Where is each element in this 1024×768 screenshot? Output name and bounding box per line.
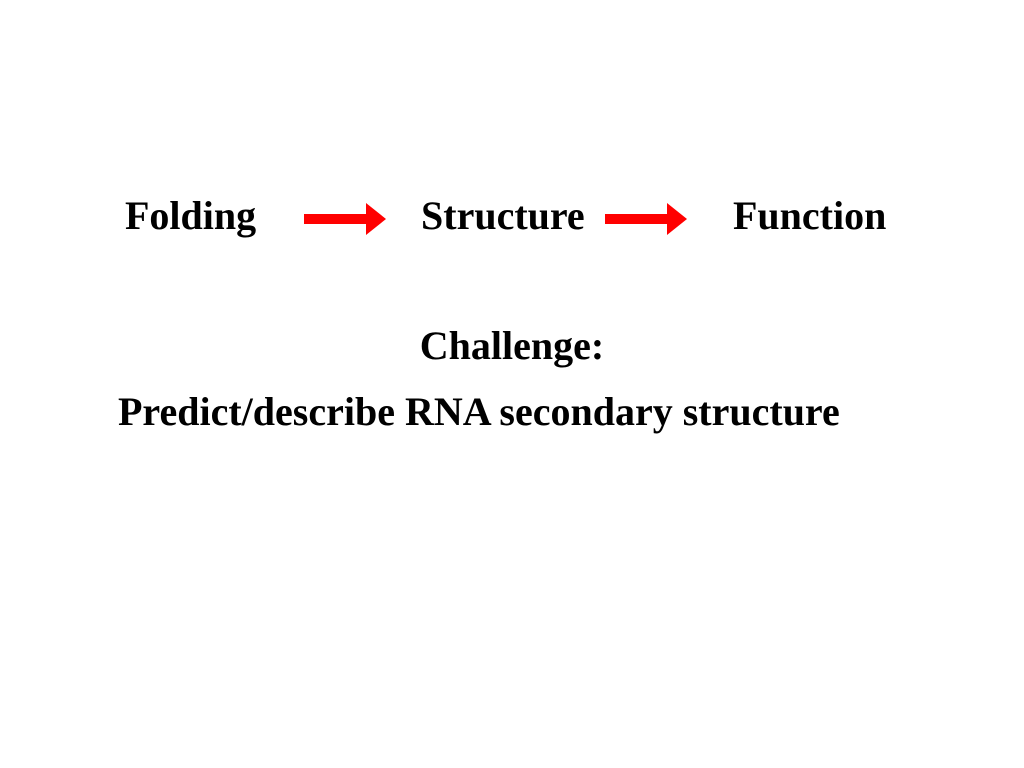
right-arrow-icon	[304, 203, 386, 235]
term-function: Function	[733, 193, 887, 238]
challenge-text: Predict/describe RNA secondary structure	[118, 389, 840, 434]
challenge-heading: Challenge:	[419, 323, 605, 368]
term-structure: Structure	[421, 193, 585, 238]
term-folding: Folding	[125, 193, 257, 238]
right-arrow-icon	[605, 203, 687, 235]
